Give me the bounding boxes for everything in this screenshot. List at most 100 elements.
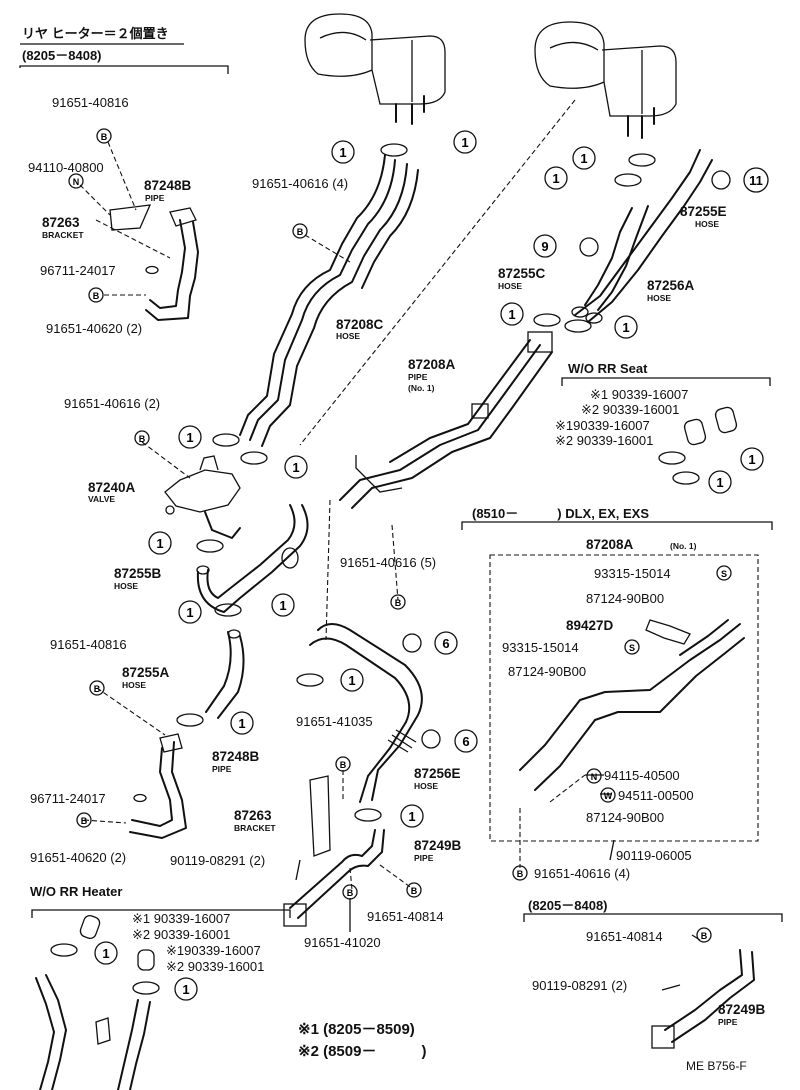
svg-text:1: 1 [102,946,109,961]
svg-text:B: B [139,434,146,444]
svg-text:B: B [411,886,418,896]
list-item: ※2 90339-16001 [581,402,679,417]
marker-b: B [335,756,351,772]
hose-87255b [196,504,309,613]
part-name: HOSE [114,581,138,591]
part-number: 87249B [718,1002,766,1017]
svg-text:1: 1 [348,673,355,688]
marker-1: 1 [340,668,364,692]
legend-2: ※2 (8509－ ) [298,1043,426,1060]
seat-list: ※1 90339-16007 ※2 90339-16001 ※190339-16… [555,387,688,448]
marker-1: 1 [178,600,202,624]
svg-text:B: B [701,931,708,941]
part-name: HOSE [336,331,360,341]
marker-b: B [76,812,92,828]
hoses-87255 [571,149,713,324]
list-item: ※1 90339-16007 [132,911,230,926]
part-name: PIPE [408,372,428,382]
range-bottom-right-bracket [523,913,783,922]
list-item: ※190339-16007 [166,943,261,958]
wo-rr-heater-pipes [35,974,151,1090]
marker-1: 1 [708,470,732,494]
heater-unit-right [534,21,677,139]
part-number: 87240A [88,480,136,495]
marker-b: B [390,594,406,610]
svg-text:B: B [297,227,304,237]
part-number: 91651-40616 (2) [64,396,160,411]
range-dlx-title: (8510－ ) DLX, EX, EXS [472,506,649,521]
marker-b: B [342,884,358,900]
part-name: VALVE [88,494,115,504]
svg-text:1: 1 [186,605,193,620]
part-number: 90119-08291 (2) [532,978,627,993]
svg-text:9: 9 [541,239,548,254]
svg-text:S: S [721,569,727,579]
marker-1: 1 [544,166,568,190]
part-number: 91651-40616 (4) [534,866,630,881]
pipe-87248b-mid [129,733,187,839]
marker-b: B [292,223,308,239]
part-name: BRACKET [234,823,276,833]
svg-text:1: 1 [182,982,189,997]
marker-1: 1 [400,804,424,828]
part-number: 91651-40620 (2) [30,850,126,865]
marker-n: N [68,173,84,189]
figure-code: ME B756-F [686,1059,747,1073]
svg-text:1: 1 [408,809,415,824]
part-number: 93315-15014 [502,640,579,655]
range-bottom-right-title: (8205－8408) [528,898,608,913]
part-name: PIPE [414,853,434,863]
clamps [50,143,738,995]
svg-text:W: W [604,791,613,801]
marker-1: 1 [453,130,477,154]
part-number: 87249B [414,838,462,853]
marker-1: 1 [572,146,596,170]
part-number: 87124-90B00 [586,810,664,825]
part-name: HOSE [647,293,671,303]
range-dlx-bracket [461,521,773,530]
part-number: 87256A [647,278,695,293]
part-number: 87263 [42,215,80,230]
pipe-87249b-mid [283,775,385,927]
part-number: 89427D [566,618,614,633]
part-number: 87208C [336,317,384,332]
svg-text:S: S [629,643,635,653]
hose-87256e [309,623,423,803]
circled-markers: 1 1 1 1 1 1 1 1 1 1 1 1 1 1 1 1 1 1 6 6 … [94,130,769,1001]
wo-rr-seat-bracket [561,377,771,386]
part-number: 87124-90B00 [586,591,664,606]
svg-text:1: 1 [238,716,245,731]
part-number: 90119-06005 [616,848,692,863]
part-number: 93315-15014 [594,566,671,581]
range-top: (8205－8408) [22,48,102,63]
part-number: 91651-40816 [50,637,127,652]
part-name: HOSE [122,680,146,690]
svg-text:1: 1 [292,460,299,475]
svg-text:6: 6 [462,734,469,749]
marker-1: 1 [740,447,764,471]
part-name: HOSE [695,219,719,229]
svg-text:1: 1 [716,475,723,490]
pipe-87249b-bottom-right [651,949,755,1049]
svg-text:1: 1 [508,307,515,322]
marker-1: 1 [178,425,202,449]
marker-1: 1 [174,977,198,1001]
marker-s: S [624,639,640,655]
svg-text:B: B [81,816,88,826]
wo-rr-heater-bracket [31,909,291,918]
list-item: ※2 90339-16001 [166,959,264,974]
part-number: 91651-40620 (2) [46,321,142,336]
part-number: 87256E [414,766,461,781]
hose-87255a [205,629,245,719]
part-name: PIPE [718,1017,738,1027]
section-rear-heater-note: リヤ ヒーター＝２個置き (8205－8408) [19,26,229,74]
marker-1: 1 [271,593,295,617]
svg-text:1: 1 [461,135,468,150]
svg-text:1: 1 [156,536,163,551]
marker-9: 9 [533,234,599,258]
svg-text:1: 1 [339,145,346,160]
part-number: 87255B [114,566,162,581]
valve-87240a [164,455,241,539]
svg-text:1: 1 [748,452,755,467]
